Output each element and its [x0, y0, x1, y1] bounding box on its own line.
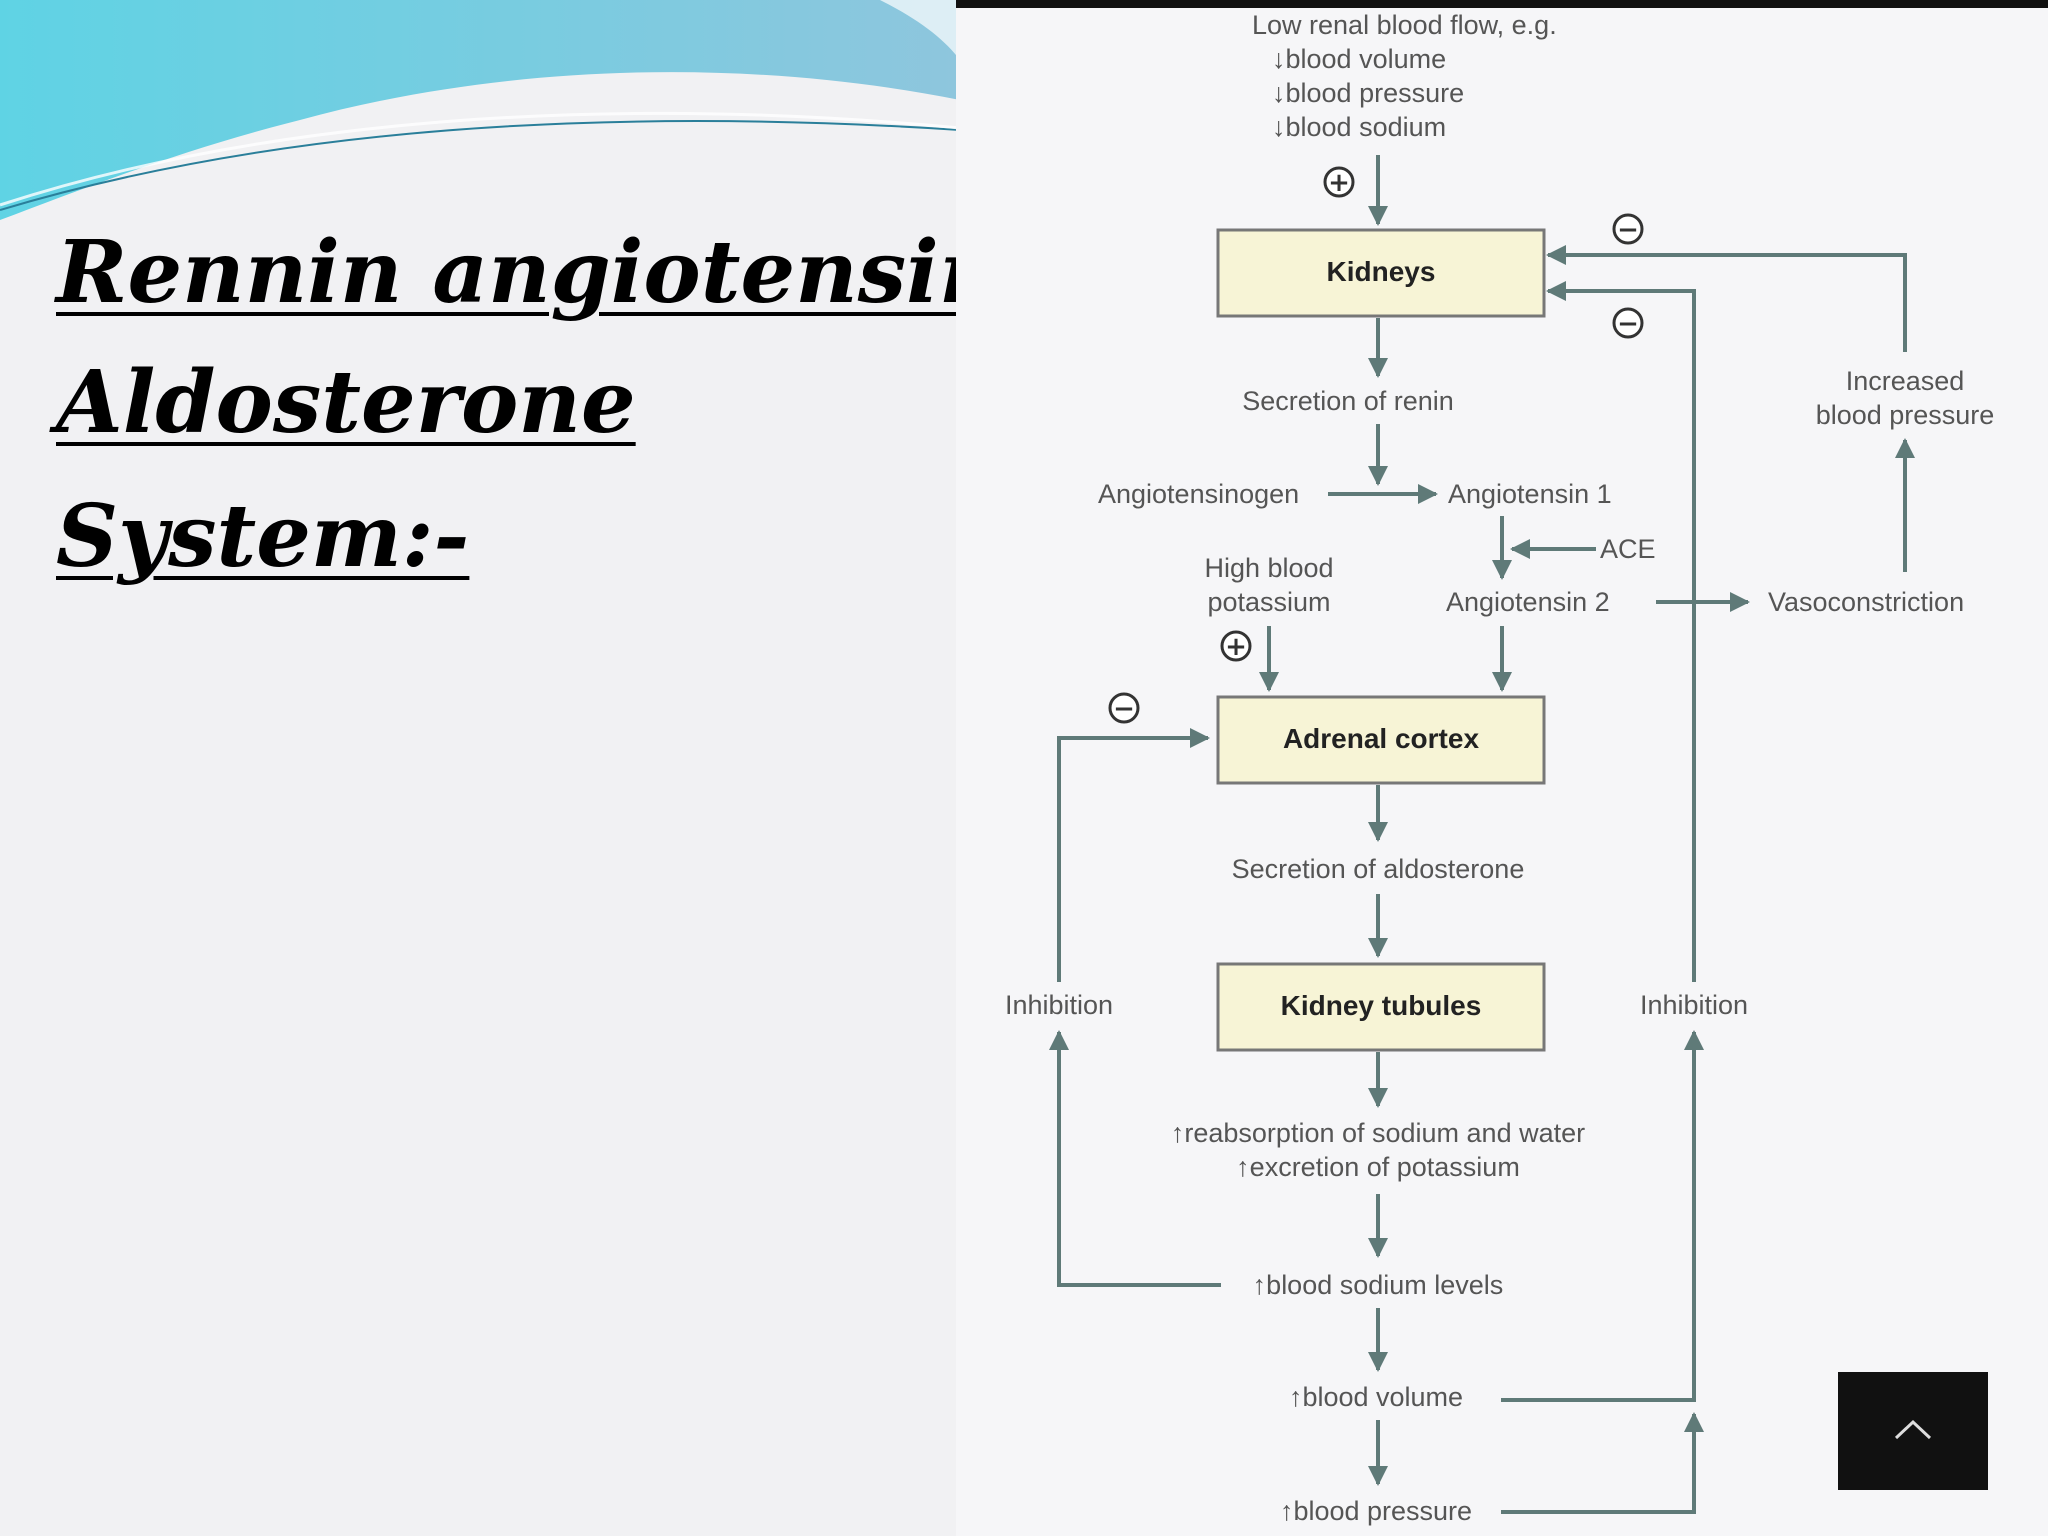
arrow-inhibition-to-adrenal: [1057, 728, 1210, 982]
trigger-line-1: Low renal blood flow, e.g.: [1252, 10, 1557, 40]
trigger-line-2: ↓blood volume: [1272, 44, 1446, 74]
increased-bp-line-1: Increased: [1846, 366, 1965, 396]
inhibition-right-label: Inhibition: [1640, 990, 1748, 1020]
slide-title-line-1: Rennin angiotensin: [56, 222, 1002, 323]
slide-title-line-2: Aldosterone: [56, 352, 636, 453]
ace-label: ACE: [1600, 534, 1656, 564]
svg-text:−: −: [1617, 309, 1639, 339]
trigger-line-4: ↓blood sodium: [1272, 112, 1446, 142]
arrow-volume-to-inhibition: [1501, 1030, 1704, 1402]
adrenal-cortex-box: [1216, 695, 1546, 785]
kidney-tubules-box: [1216, 962, 1546, 1052]
raas-diagram-panel: Low renal blood flow, e.g. ↓blood volume…: [956, 0, 2048, 1536]
slide-title-line-3: System:-: [56, 486, 470, 587]
arrow-increased-bp-to-kidneys: [1546, 245, 1907, 352]
high-potassium-line-1: High blood: [1204, 553, 1333, 583]
raas-flowchart: Low renal blood flow, e.g. ↓blood volume…: [956, 0, 2048, 1526]
arrow-inhibition-to-kidneys: [1546, 281, 1696, 982]
renin-label: Secretion of renin: [1242, 386, 1454, 416]
blood-volume-label: ↑blood volume: [1289, 1382, 1463, 1412]
adrenal-cortex-label: Adrenal cortex: [1283, 723, 1479, 754]
decorative-wave: [0, 0, 960, 220]
minus-sign-kidneys-top: −: [1612, 213, 1644, 245]
svg-text:−: −: [1617, 215, 1639, 245]
arrow-pressure-to-inhibition: [1501, 1412, 1704, 1514]
inhibition-left-label: Inhibition: [1005, 990, 1113, 1020]
kidney-tubules-label: Kidney tubules: [1281, 990, 1482, 1021]
high-potassium-line-2: potassium: [1207, 587, 1330, 617]
vasoconstriction-label: Vasoconstriction: [1768, 587, 1964, 617]
minus-sign-kidneys-bottom: −: [1612, 307, 1644, 339]
kidneys-label: Kidneys: [1327, 256, 1436, 287]
svg-text:+: +: [1225, 632, 1247, 662]
kidneys-box: [1216, 228, 1546, 318]
reabsorption-line-1: ↑reabsorption of sodium and water: [1171, 1118, 1585, 1148]
blood-pressure-label: ↑blood pressure: [1280, 1496, 1472, 1526]
top-border: [956, 0, 2048, 8]
angiotensinogen-label: Angiotensinogen: [1098, 479, 1299, 509]
svg-text:+: +: [1328, 168, 1350, 198]
svg-text:−: −: [1113, 694, 1135, 724]
reabsorption-line-2: ↑excretion of potassium: [1236, 1152, 1520, 1182]
angiotensin1-label: Angiotensin 1: [1448, 479, 1612, 509]
aldosterone-label: Secretion of aldosterone: [1232, 854, 1525, 884]
angiotensin2-label: Angiotensin 2: [1446, 587, 1610, 617]
trigger-line-3: ↓blood pressure: [1272, 78, 1464, 108]
plus-sign-kidneys: +: [1323, 166, 1355, 198]
scroll-to-top-button[interactable]: [1838, 1372, 1988, 1490]
plus-sign-adrenal: +: [1220, 630, 1252, 662]
arrow-sodium-to-inhibition: [1049, 1030, 1221, 1287]
chevron-up-icon: [1894, 1419, 1932, 1440]
increased-bp-line-2: blood pressure: [1816, 400, 1995, 430]
minus-sign-adrenal: −: [1108, 692, 1140, 724]
sodium-levels-label: ↑blood sodium levels: [1253, 1270, 1504, 1300]
